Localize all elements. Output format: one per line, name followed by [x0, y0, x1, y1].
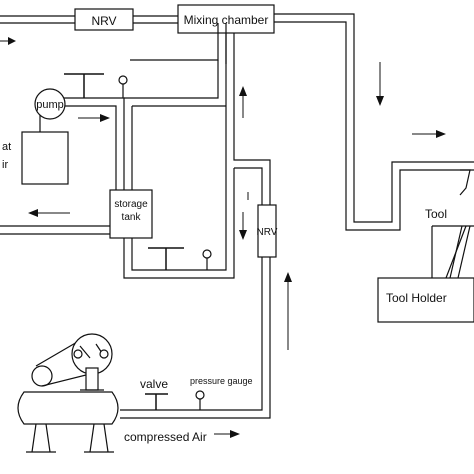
compressor-tank: [17, 391, 119, 425]
center-down-arrow: [239, 212, 247, 240]
tool-holder-box: [377, 277, 474, 323]
outlet-down-arrow: [376, 62, 384, 106]
pump-right-arrow: [78, 114, 110, 122]
heat-exchanger-label-2: ir: [2, 159, 8, 171]
valve-label: valve: [140, 377, 168, 391]
pump-gauge: [118, 75, 128, 98]
pump-valve: [64, 73, 104, 98]
compressor-up-arrow: [284, 272, 292, 350]
top-pipe: [0, 15, 178, 24]
storage-gauge: [202, 249, 212, 270]
compressor-motor-pulley: [31, 365, 53, 387]
center-vertical-pipe: [123, 33, 271, 279]
pressure-gauge-label: pressure gauge: [190, 376, 253, 386]
mixing-chamber-label: Mixing chamber: [184, 13, 269, 27]
tool-label: Tool: [425, 207, 447, 221]
storage-tank-label-1: storage: [114, 199, 148, 210]
nrv-vertical-box: [257, 204, 277, 258]
return-left-arrow: [28, 209, 70, 217]
nrv-vertical-pipe: [120, 257, 271, 419]
tool-holder-label: Tool Holder: [386, 291, 447, 305]
top-left-arrow: [0, 37, 16, 45]
compressed-air-arrow: [214, 430, 240, 438]
tool-feed: [459, 169, 471, 196]
compressor: [17, 333, 119, 453]
nrv-vertical-label: NRV: [257, 227, 278, 238]
storage-tank-label-2: tank: [122, 212, 142, 223]
compressor-valve: [145, 393, 168, 410]
outlet-pipe: [274, 13, 474, 231]
nrv-top-box: [74, 8, 134, 31]
nrv-top-label: NRV: [91, 14, 116, 28]
compressed-air-label: compressed Air: [124, 430, 207, 444]
compressor-gauge: [195, 390, 205, 410]
heat-exchanger-box: [21, 131, 69, 185]
storage-tank-box: [109, 189, 153, 239]
pump-label: pump: [36, 99, 64, 111]
tool-right-arrow: [412, 130, 446, 138]
return-pipe: [0, 225, 110, 235]
center-up-arrow: [239, 86, 247, 118]
pump-loop: [60, 60, 226, 190]
pump-circle: [34, 88, 66, 120]
storage-valve: [148, 247, 184, 270]
tool-body: [431, 225, 474, 279]
heat-exchanger-label-1: at: [2, 141, 11, 153]
